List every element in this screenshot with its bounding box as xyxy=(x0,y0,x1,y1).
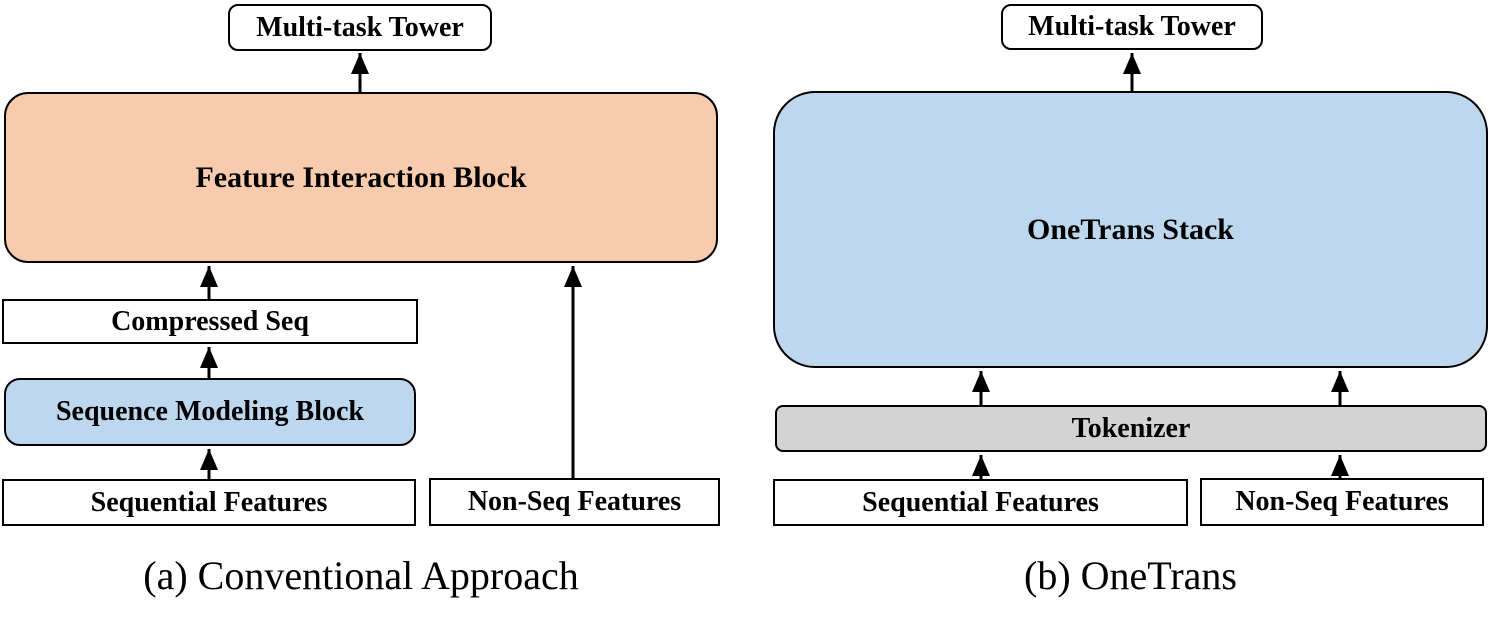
caption-panel-b: (b) OneTrans xyxy=(1024,553,1237,598)
caption-panel-a: (a) Conventional Approach xyxy=(143,553,579,598)
node-tokenizer: Tokenizer xyxy=(775,405,1487,452)
node-nonseq-features-a: Non-Seq Features xyxy=(429,478,720,526)
node-nonseq-features-b: Non-Seq Features xyxy=(1200,478,1484,526)
node-multitask-tower-b: Multi-task Tower xyxy=(1001,4,1263,50)
node-sequential-features-b: Sequential Features xyxy=(773,479,1188,526)
node-compressed-seq: Compressed Seq xyxy=(2,299,418,344)
node-multitask-tower-a: Multi-task Tower xyxy=(228,4,492,51)
node-sequential-features-a: Sequential Features xyxy=(2,479,416,526)
node-sequence-modeling-block: Sequence Modeling Block xyxy=(4,378,416,446)
node-feature-interaction-block: Feature Interaction Block xyxy=(4,92,718,263)
node-onetrans-stack: OneTrans Stack xyxy=(773,91,1488,368)
